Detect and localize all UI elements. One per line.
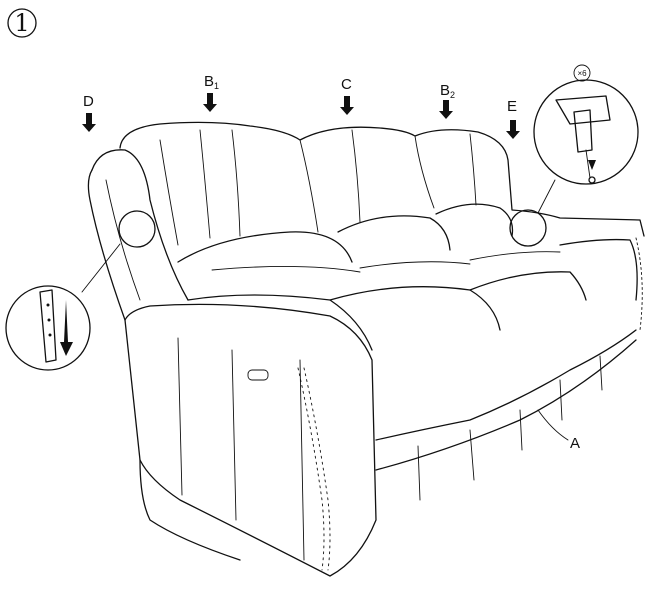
magnifier-callout: ×6: [509, 64, 639, 247]
label-a: A: [570, 435, 580, 452]
nail-trim: [297, 237, 643, 571]
svg-text:2: 2: [450, 90, 455, 100]
svg-text:B: B: [204, 73, 214, 90]
magnifier-callout: [5, 210, 156, 371]
label-c: C: [341, 76, 352, 93]
sofa-drawing: [87, 121, 645, 577]
label-b1: B 1: [204, 73, 219, 91]
quantity-label: ×6: [577, 69, 587, 78]
down-arrow-icon: [203, 93, 217, 112]
down-arrow-icon: [60, 300, 73, 356]
down-arrow-icon: [82, 113, 96, 132]
step-number: 1: [14, 9, 29, 37]
label-e: E: [507, 98, 517, 115]
bolt-icon: [588, 176, 596, 184]
down-arrow-icon: [439, 100, 453, 119]
leader-line-a: [537, 409, 569, 441]
quantity-badge: [573, 64, 591, 82]
step-badge: 1: [7, 8, 37, 38]
down-arrow-icon: [340, 96, 354, 115]
power-button-icon: [247, 369, 269, 381]
down-arrow-icon: [506, 120, 520, 139]
label-d: D: [83, 93, 94, 110]
svg-text:B: B: [440, 82, 450, 99]
label-b2: B 2: [440, 82, 455, 100]
svg-text:1: 1: [214, 81, 219, 91]
